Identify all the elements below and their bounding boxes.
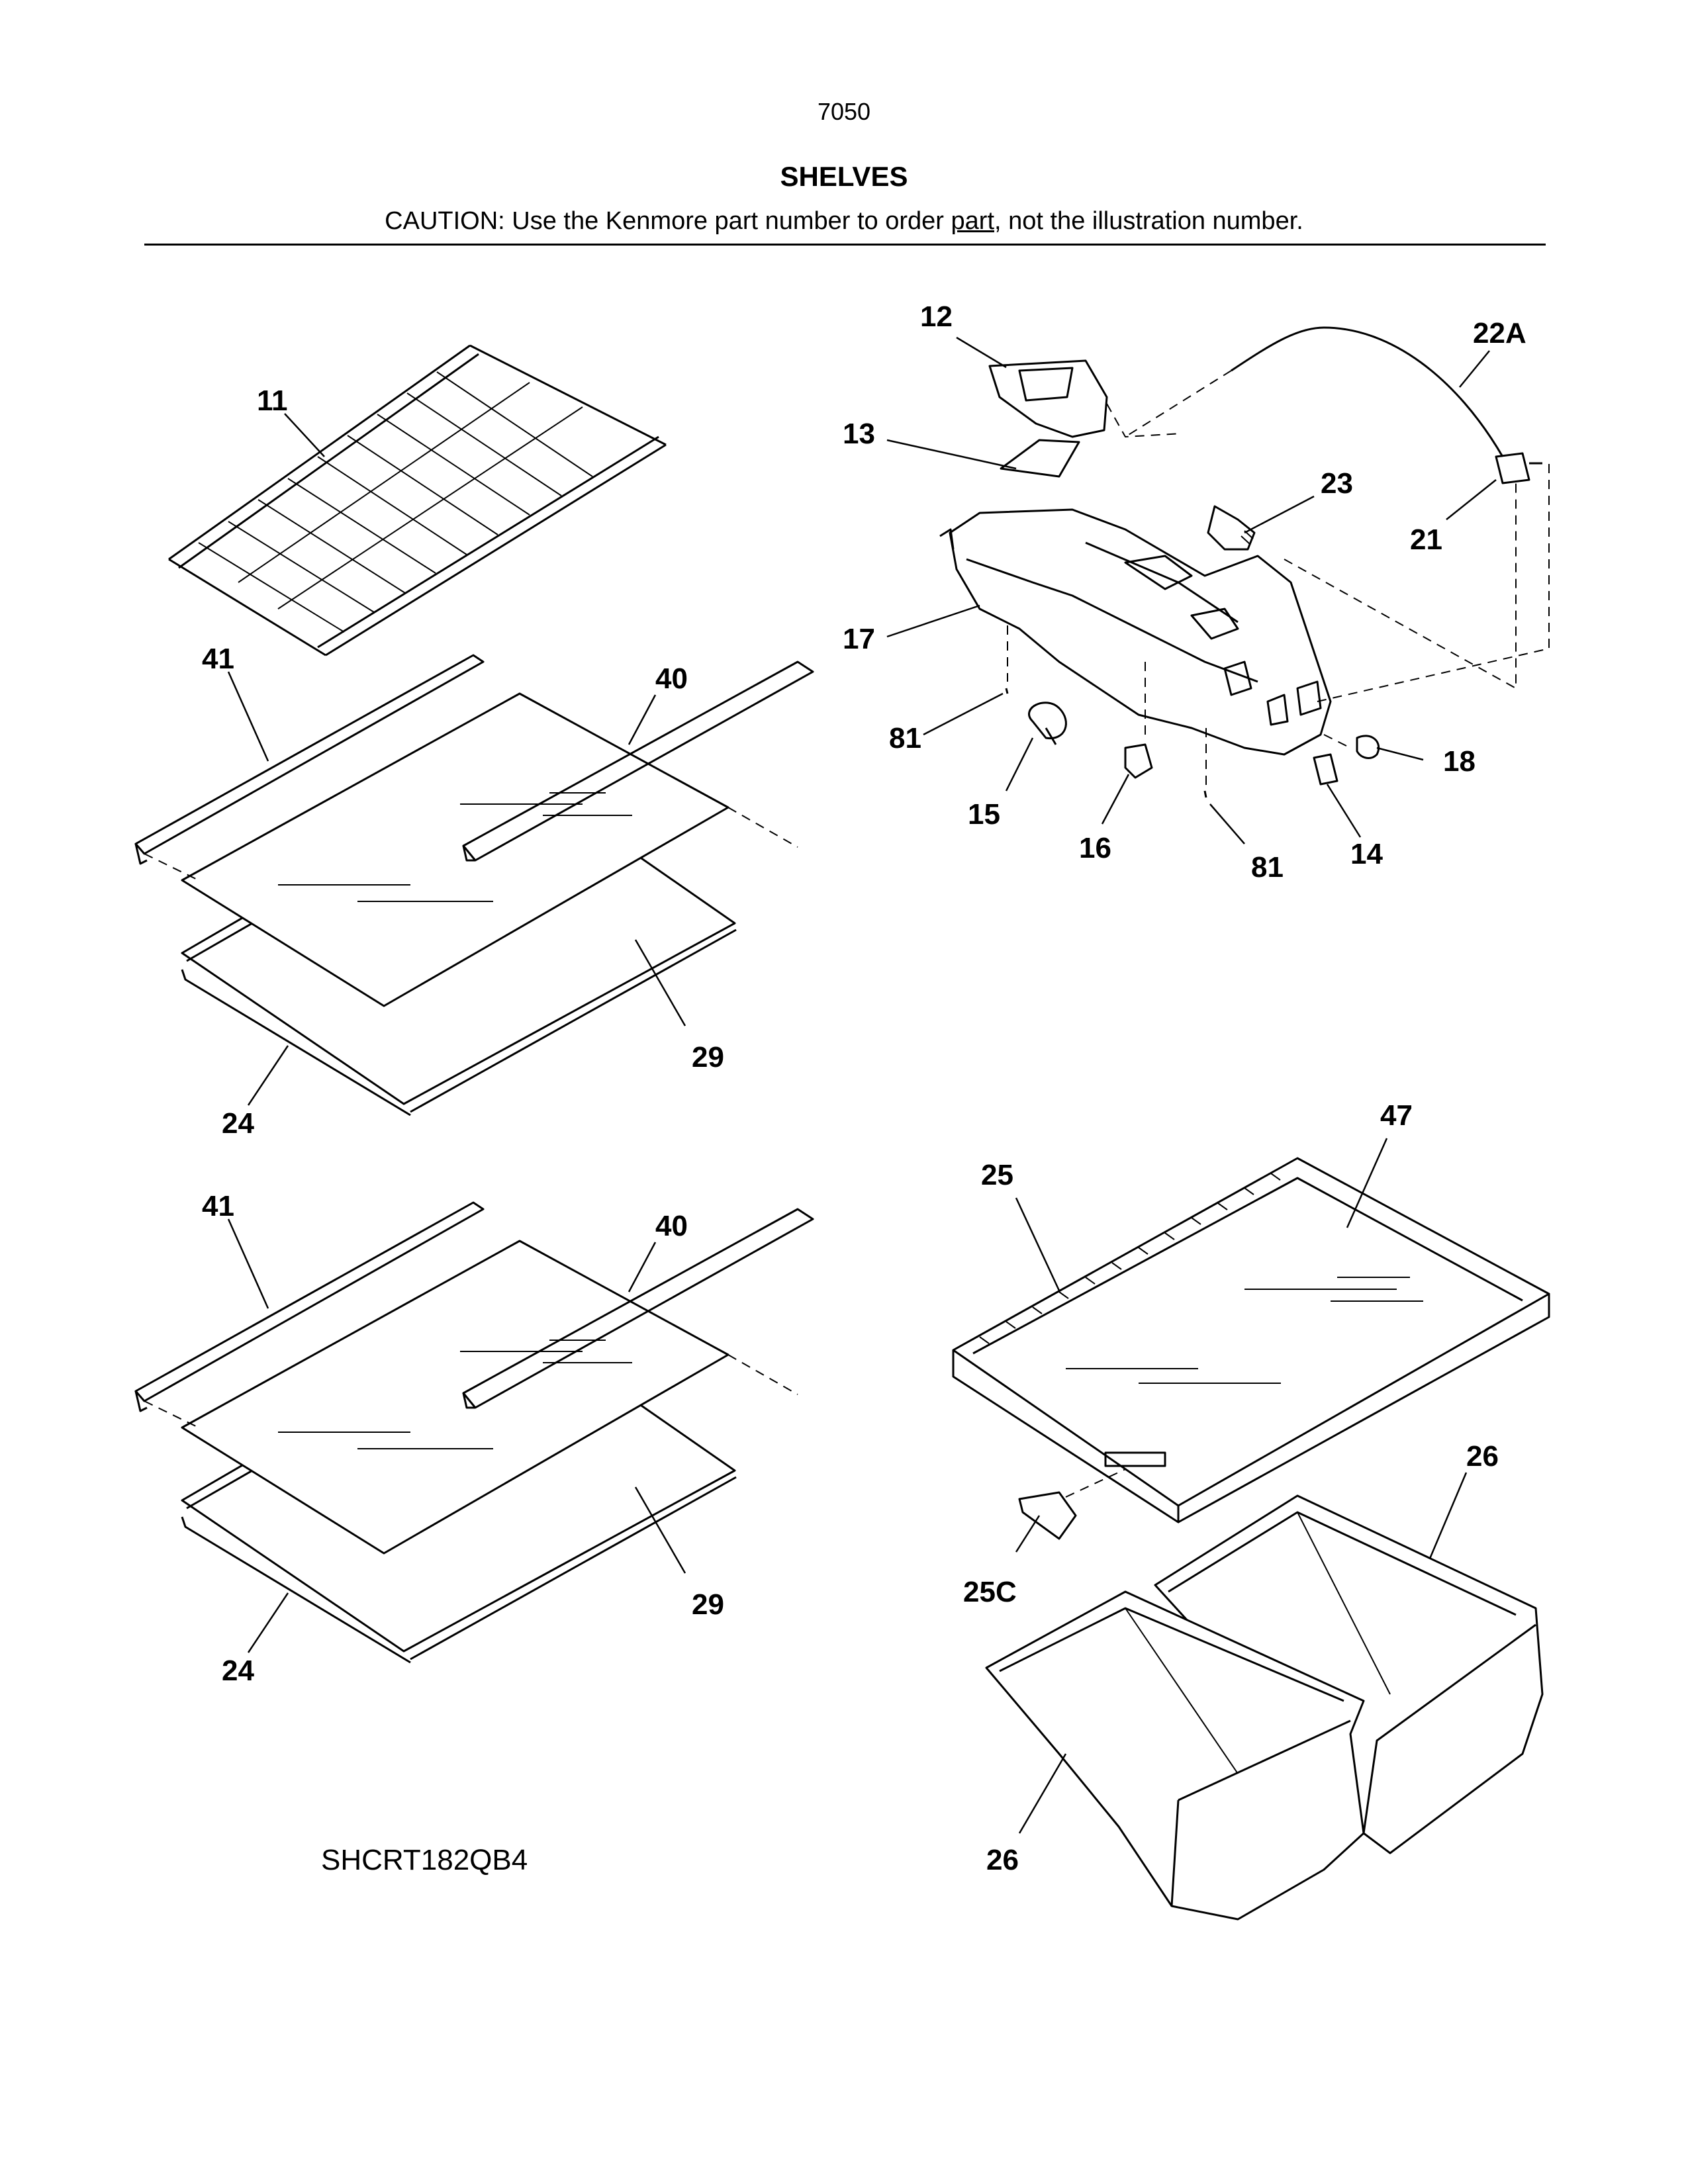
header-rule bbox=[144, 244, 1546, 246]
caution-text-end: , not the illustration number. bbox=[994, 207, 1303, 235]
light-housing-drawing bbox=[939, 326, 1550, 798]
callout-47: 47 bbox=[1380, 1099, 1413, 1132]
page-number: 7050 bbox=[817, 98, 871, 125]
glass-shelf-upper-drawing bbox=[134, 654, 814, 1116]
callout-17: 17 bbox=[843, 623, 875, 655]
callout-29-upper: 29 bbox=[692, 1041, 724, 1073]
callout-81-right: 81 bbox=[1251, 851, 1284, 884]
caution-underlined-word: part bbox=[951, 207, 994, 235]
callout-15: 15 bbox=[968, 798, 1000, 831]
callout-23: 23 bbox=[1321, 467, 1353, 500]
callout-81-left: 81 bbox=[889, 722, 921, 754]
callout-26-upper: 26 bbox=[1466, 1440, 1499, 1473]
callout-29-lower: 29 bbox=[692, 1588, 724, 1621]
callout-41-lower: 41 bbox=[202, 1190, 234, 1222]
callout-21: 21 bbox=[1410, 523, 1442, 556]
page-title: SHELVES bbox=[780, 161, 908, 192]
callout-25: 25 bbox=[981, 1159, 1013, 1191]
callout-13: 13 bbox=[843, 418, 875, 450]
glass-shelf-lower-drawing bbox=[134, 1201, 814, 1664]
callout-22A: 22A bbox=[1473, 317, 1526, 349]
caution-note: CAUTION: Use the Kenmore part number to … bbox=[0, 207, 1688, 236]
callout-24-upper: 24 bbox=[222, 1107, 254, 1140]
model-number: SHCRT182QB4 bbox=[321, 1844, 528, 1876]
callout-11: 11 bbox=[257, 385, 288, 417]
callout-16: 16 bbox=[1079, 832, 1111, 864]
callout-12: 12 bbox=[920, 300, 953, 333]
crisper-cover-drawing bbox=[952, 1157, 1550, 1540]
caution-text-start: CAUTION: Use the Kenmore part number to … bbox=[385, 207, 951, 235]
wire-shelf-drawing bbox=[168, 344, 667, 657]
callout-41-upper: 41 bbox=[202, 643, 234, 675]
callout-24-lower: 24 bbox=[222, 1655, 254, 1687]
callout-14: 14 bbox=[1350, 838, 1383, 870]
crisper-drawers-drawing bbox=[985, 1494, 1544, 1921]
callout-40-upper: 40 bbox=[655, 662, 688, 695]
callout-18: 18 bbox=[1443, 745, 1476, 778]
callout-25C: 25C bbox=[963, 1576, 1017, 1608]
callout-26-lower: 26 bbox=[986, 1844, 1019, 1876]
callout-leader-lines bbox=[227, 336, 1497, 1834]
callout-40-lower: 40 bbox=[655, 1210, 688, 1242]
